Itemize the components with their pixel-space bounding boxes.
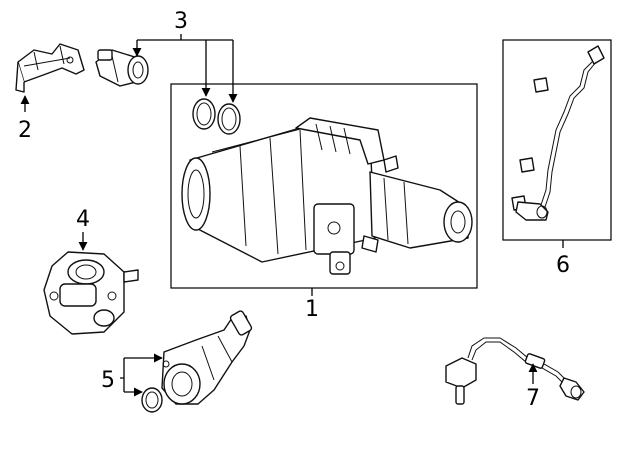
wiring-harness-icon	[511, 45, 605, 221]
mounting-bracket-icon	[15, 43, 85, 93]
vent-solenoid-icon	[95, 49, 149, 87]
callout-7: 7	[526, 386, 540, 411]
filter-housing-icon	[161, 310, 253, 405]
callout-3: 3	[174, 9, 188, 34]
callout-4: 4	[76, 207, 90, 232]
part-7-group[interactable]: 7	[445, 337, 585, 411]
seal-ring-icon	[141, 387, 163, 413]
part-6-group[interactable]: 6	[502, 39, 612, 278]
part-4-group[interactable]: 4	[43, 207, 139, 335]
callout-1: 1	[305, 297, 319, 322]
part-1-group[interactable]: 1	[170, 83, 478, 322]
callout-6: 6	[556, 253, 570, 278]
purge-valve-icon	[43, 251, 139, 335]
part-1-frame	[170, 83, 478, 289]
sensor-harness-icon	[445, 337, 585, 405]
part-5-group[interactable]: 5	[101, 310, 253, 413]
callout-2: 2	[18, 118, 32, 143]
evap-canister-icon	[181, 117, 473, 275]
part-2-group[interactable]: 2	[15, 43, 85, 143]
o-ring-icon	[192, 98, 241, 135]
part-6-frame	[502, 39, 612, 241]
part-3-group[interactable]: 3	[95, 9, 241, 135]
callout-5: 5	[101, 368, 115, 393]
